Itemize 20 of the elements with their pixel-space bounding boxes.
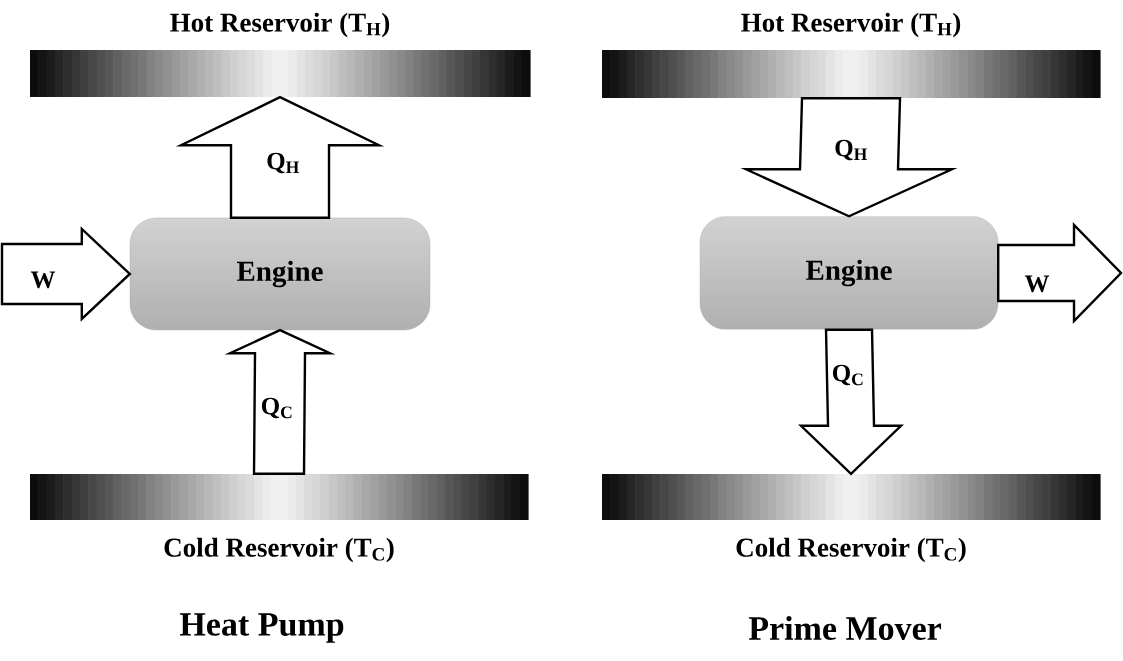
block-arrow: [175, 95, 385, 219]
reservoir-bar: Hot Reservoir (T$_{H}$): [30, 12, 531, 97]
block-arrow: [997, 222, 1123, 324]
block-arrow: [740, 97, 958, 218]
engine-box: Engine: [699, 216, 999, 330]
block-arrow: [0, 226, 132, 322]
node-label: Cold Reservoir (T$_{C}$): [164, 537, 394, 563]
node-label: Hot Reservoir (T$_{H}$): [170, 12, 390, 38]
edge-label: Q$_{H}$: [833, 138, 869, 162]
edge-label: Q$_{H}$: [265, 151, 301, 175]
node-label: Cold Reservoir (T$_{C}$): [736, 537, 966, 563]
reservoir-bar: Cold Reservoir (T$_{C}$): [602, 474, 1101, 563]
block-arrow: [798, 328, 904, 476]
engine-box: Engine: [129, 217, 431, 331]
block-arrow: [224, 328, 336, 475]
reservoir-bar: Hot Reservoir (T$_{H}$): [602, 12, 1101, 98]
node-label: Hot Reservoir (T$_{H}$): [741, 12, 961, 38]
reservoir-bar: Cold Reservoir (T$_{C}$): [30, 474, 529, 563]
diagram-caption: Prime Mover: [748, 616, 942, 640]
diagram-caption: Heat Pump: [179, 613, 344, 643]
